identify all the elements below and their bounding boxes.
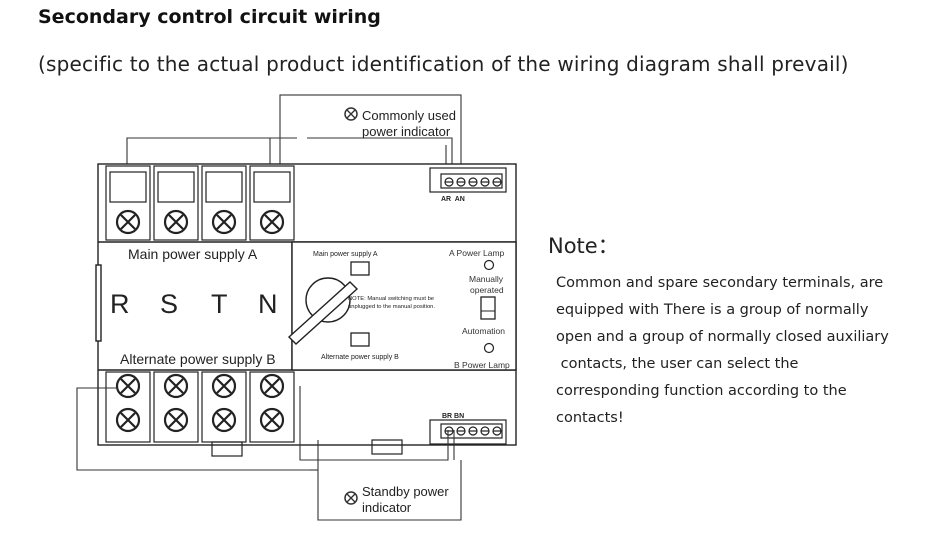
top-screw-1-icon [115, 209, 141, 235]
manual-switch-knob[interactable] [287, 277, 359, 345]
standby-indicator-label-1: Standby power [362, 484, 449, 499]
top-screw-3-icon [211, 209, 237, 235]
a-power-lamp-indicator [483, 259, 495, 271]
operated-label: operated [470, 285, 504, 295]
b-power-lamp-indicator [483, 342, 495, 354]
phase-n-label: N [258, 289, 278, 319]
phase-t-label: T [211, 289, 228, 319]
b-power-lamp-label: B Power Lamp [454, 360, 510, 370]
main-supply-button[interactable] [350, 261, 370, 276]
bottom-screw-1b-icon [115, 407, 141, 433]
panel-main-supply-label: Main power supply A [313, 251, 378, 258]
bottom-screw-1a-icon [115, 373, 141, 399]
note-line-4: contacts, the user can select the [556, 356, 799, 372]
bottom-screw-2b-icon [163, 407, 189, 433]
alternate-supply-button[interactable] [350, 332, 370, 347]
panel-alternate-supply-label: Alternate power supply B [321, 354, 399, 361]
manually-label: Manually [469, 274, 504, 284]
note-heading: Note： [548, 234, 619, 258]
phase-r-label: R [110, 289, 130, 319]
top-screw-2-icon [163, 209, 189, 235]
bottom-terminal-block [105, 371, 403, 457]
note-line-3: open and a group of normally closed auxi… [556, 329, 889, 345]
bottom-secondary-terminal [429, 419, 507, 445]
top-terminal-block [105, 165, 295, 241]
terminal-bottom-label: BR BN [442, 413, 464, 420]
terminal-top-label: AR AN [441, 196, 465, 203]
page-title: Secondary control circuit wiring [38, 6, 381, 28]
phase-s-label: S [160, 289, 178, 319]
commonly-used-indicator-label-2: power indicator [362, 124, 451, 139]
bottom-screw-3b-icon [211, 407, 237, 433]
page-subtitle: (specific to the actual product identifi… [38, 52, 849, 76]
bottom-screw-4b-icon [259, 407, 285, 433]
top-secondary-terminal [429, 167, 507, 193]
manual-note-line-1: NOTE: Manual switching must be [348, 296, 434, 302]
commonly-used-lamp-icon [344, 107, 358, 121]
automation-label: Automation [462, 326, 505, 336]
main-power-label: Main power supply A [128, 246, 258, 262]
note-line-2: equipped with There is a group of normal… [556, 302, 869, 318]
manual-note-line-2: unplugged to the manual position. [348, 304, 435, 310]
bottom-screw-2a-icon [163, 373, 189, 399]
bottom-screw-4a-icon [259, 373, 285, 399]
a-power-lamp-label: A Power Lamp [449, 248, 505, 258]
alternate-power-label: Alternate power supply B [120, 351, 276, 367]
note-body: Common and spare secondary terminals, ar… [556, 270, 928, 432]
standby-lamp-icon [344, 491, 358, 505]
manual-mode-toggle[interactable] [480, 296, 496, 320]
top-screw-4-icon [259, 209, 285, 235]
bottom-wire-loop [76, 386, 462, 521]
note-line-5: corresponding function according to the [556, 383, 847, 399]
bottom-screw-3a-icon [211, 373, 237, 399]
standby-indicator-label-2: indicator [362, 500, 412, 515]
note-line-6: contacts! [556, 410, 624, 426]
commonly-used-indicator-label-1: Commonly used [362, 108, 456, 123]
note-line-1: Common and spare secondary terminals, ar… [556, 275, 884, 291]
